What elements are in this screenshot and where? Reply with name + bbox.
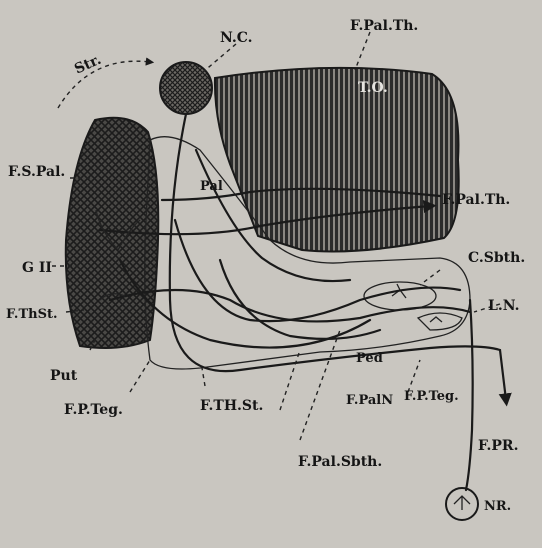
label-fspal: F.S.Pal. bbox=[8, 164, 65, 180]
label-csbth: C.Sbth. bbox=[468, 250, 525, 266]
label-fpalth-top: F.Pal.Th. bbox=[350, 18, 418, 34]
label-fpteg-right: F.P.Teg. bbox=[404, 389, 459, 404]
str-arrow bbox=[58, 61, 150, 108]
label-gii: G II bbox=[22, 260, 52, 276]
label-put: Put bbox=[50, 368, 78, 384]
label-fthst-left: F.ThSt. bbox=[6, 307, 58, 322]
label-fthst-bottom: F.TH.St. bbox=[200, 398, 263, 414]
label-str: Str. bbox=[72, 52, 104, 78]
label-to: T.O. bbox=[358, 80, 388, 96]
label-fpr: F.PR. bbox=[478, 438, 518, 454]
label-nr: NR. bbox=[484, 499, 511, 514]
label-fpalsbth: F.Pal.Sbth. bbox=[298, 454, 382, 470]
thalamus-region bbox=[215, 68, 459, 252]
nr-branch bbox=[454, 496, 470, 510]
label-pal: Pal bbox=[200, 179, 223, 194]
ln-branch bbox=[430, 317, 442, 322]
caudate-nucleus bbox=[160, 62, 212, 114]
label-ped: Ped bbox=[356, 351, 383, 366]
label-nc: N.C. bbox=[220, 30, 253, 46]
label-ln: L.N. bbox=[488, 298, 520, 314]
label-fpalth-mid: F.Pal.Th. bbox=[442, 192, 510, 208]
ln-nucleus bbox=[418, 313, 462, 330]
label-fpteg-left: F.P.Teg. bbox=[64, 402, 123, 418]
label-fpaln: F.PalN bbox=[346, 393, 393, 408]
